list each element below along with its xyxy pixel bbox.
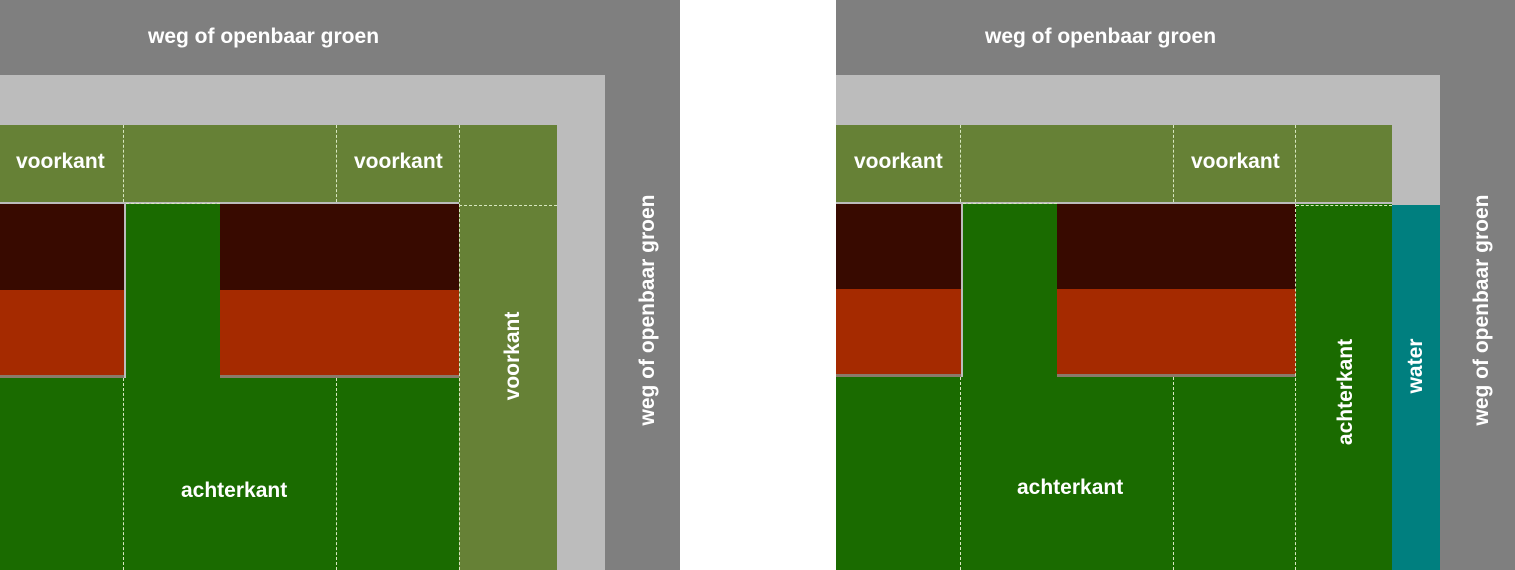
label-road-right: weg of openbaar groen: [1470, 194, 1493, 426]
label-front: voorkant: [854, 150, 943, 173]
diagram-right: weg of openbaar groen voorkant voorkant …: [836, 0, 1515, 570]
label-road-right: weg of openbaar groen: [636, 194, 659, 426]
house: [0, 290, 124, 375]
back-yard-side: [1296, 204, 1392, 570]
label-back: achterkant: [181, 479, 288, 502]
roof: [220, 204, 459, 290]
back-yard: [0, 378, 459, 570]
water: [1392, 205, 1440, 570]
front-yard-strip: [0, 125, 557, 202]
back-yard: [836, 377, 1296, 570]
label-water: water: [1404, 338, 1427, 394]
roof: [0, 204, 124, 290]
diagram-left: weg of openbaar groen voorkant voorkant …: [0, 0, 680, 570]
roof: [1057, 204, 1296, 289]
house: [836, 289, 961, 374]
label-front: voorkant: [354, 150, 443, 173]
label-back: achterkant: [1017, 476, 1124, 499]
label-road-top: weg of openbaar groen: [985, 25, 1217, 48]
label-back-side: achterkant: [1334, 338, 1357, 446]
house: [1057, 289, 1296, 374]
label-front: voorkant: [1191, 150, 1280, 173]
front-yard-strip: [836, 125, 1392, 202]
front-yard-side: [459, 202, 557, 570]
label-front: voorkant: [16, 150, 105, 173]
label-front-side: voorkant: [501, 311, 524, 401]
house: [220, 290, 459, 375]
roof: [836, 204, 961, 289]
label-road-top: weg of openbaar groen: [148, 25, 380, 48]
